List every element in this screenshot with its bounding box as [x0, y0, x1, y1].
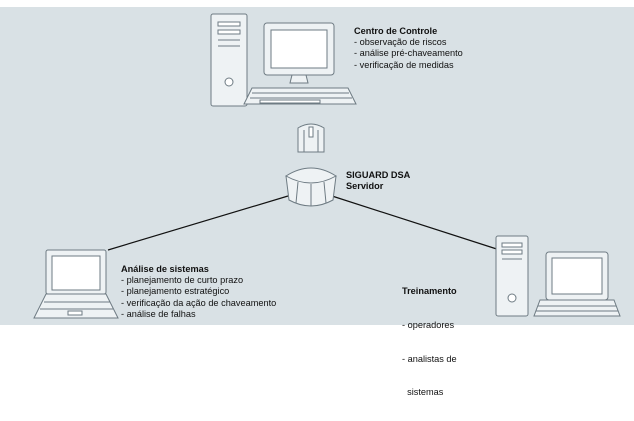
server-title-line2: Servidor [346, 181, 384, 192]
training-label: Treinamento - operadores - analistas de … [402, 264, 457, 421]
systems-analysis-title: Análise de sistemas [121, 264, 209, 274]
control-center-workstation-icon [210, 13, 357, 107]
systems-analysis-item-switching: - verificação da ação de chaveamento [121, 297, 277, 308]
training-item-operators: - operadores [402, 320, 455, 331]
server-title-line1: SIGUARD DSA [346, 170, 411, 180]
systems-analysis-label: Análise de sistemas - planejamento de cu… [121, 264, 276, 320]
network-diagram: Centro de Controle - observação de risco… [0, 7, 634, 397]
control-center-item-measures: - verificação de medidas [354, 59, 454, 70]
control-center-title: Centro de Controle [354, 26, 438, 36]
training-title: Treinamento [402, 286, 457, 297]
control-center-item-risk: - observação de riscos [354, 37, 447, 48]
training-item-systems: sistemas [402, 387, 444, 398]
diagram-artwork [33, 13, 621, 319]
systems-analysis-item-short-term: - planejamento de curto prazo [121, 275, 244, 286]
control-center-item-preswitch: - análise pré-chaveamento [354, 48, 463, 59]
server-icon [285, 123, 337, 207]
training-workstation-icon [495, 235, 621, 317]
training-item-analysts: - analistas de [402, 353, 457, 364]
server-label: SIGUARD DSA Servidor [346, 170, 410, 192]
control-center-label: Centro de Controle - observação de risco… [354, 26, 463, 71]
link-server-to-systems-analysis [107, 195, 289, 251]
link-server-to-training [331, 195, 507, 253]
systems-analysis-laptop-icon [33, 249, 119, 319]
systems-analysis-item-faults: - análise de falhas [121, 308, 196, 319]
systems-analysis-item-strategic: - planejamento estratégico [121, 286, 230, 297]
